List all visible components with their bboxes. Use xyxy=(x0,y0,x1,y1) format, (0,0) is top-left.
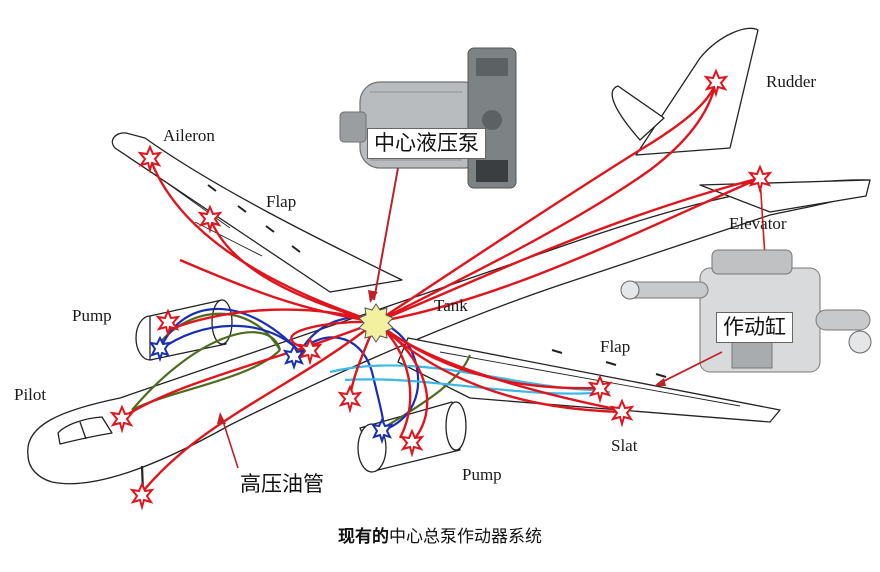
caption-bold: 现有的 xyxy=(338,527,389,547)
left-engine-pump xyxy=(155,308,181,338)
figure-caption: 现有的中心总泵作动器系统 xyxy=(0,522,880,547)
label-elevator: Elevator xyxy=(729,214,787,233)
elevator-actuator xyxy=(747,164,773,194)
label-aileron: Aileron xyxy=(163,126,215,145)
caption-rest: 中心总泵作动器系统 xyxy=(389,527,542,547)
label-pump-right: Pump xyxy=(462,465,502,484)
left-wing xyxy=(111,132,403,293)
flap-actuator-right xyxy=(587,374,613,404)
label-rudder: Rudder xyxy=(766,72,817,91)
right-engine-pump xyxy=(399,428,425,458)
label-tank: Tank xyxy=(434,296,468,315)
actuator-image xyxy=(620,249,872,373)
nose-gear-actuator xyxy=(129,481,155,511)
slat-actuator xyxy=(609,398,635,428)
horizontal-stabilizer xyxy=(611,85,665,141)
cockpit-windows xyxy=(57,416,113,445)
callout-high-pressure-line: 高压油管 xyxy=(240,472,324,496)
label-pilot: Pilot xyxy=(14,385,47,404)
rudder-actuator xyxy=(703,68,729,98)
high-pressure-lines xyxy=(121,81,769,496)
elevator-surface xyxy=(699,179,871,213)
fuselage-actuator-2 xyxy=(337,384,363,414)
right-return-valve xyxy=(370,417,394,445)
callout-central-pump: 中心液压泵 xyxy=(367,128,486,159)
label-slat: Slat xyxy=(611,436,638,455)
fuselage-actuator-1 xyxy=(297,336,323,366)
actuator-markers xyxy=(109,68,773,511)
callout-actuator: 作动缸 xyxy=(716,312,793,343)
return-markers xyxy=(148,335,394,445)
center-return-valve xyxy=(282,343,306,371)
vertical-tail xyxy=(635,27,759,156)
left-return-valve xyxy=(148,335,172,363)
pilot-actuator xyxy=(109,404,135,434)
label-flap-lower: Flap xyxy=(600,337,631,356)
label-pump-left: Pump xyxy=(72,306,112,325)
flap-actuator-left xyxy=(197,204,223,234)
label-flap-upper: Flap xyxy=(266,192,297,211)
central-pump-image xyxy=(339,47,517,189)
aileron-actuator xyxy=(137,144,163,174)
tank xyxy=(358,303,394,343)
